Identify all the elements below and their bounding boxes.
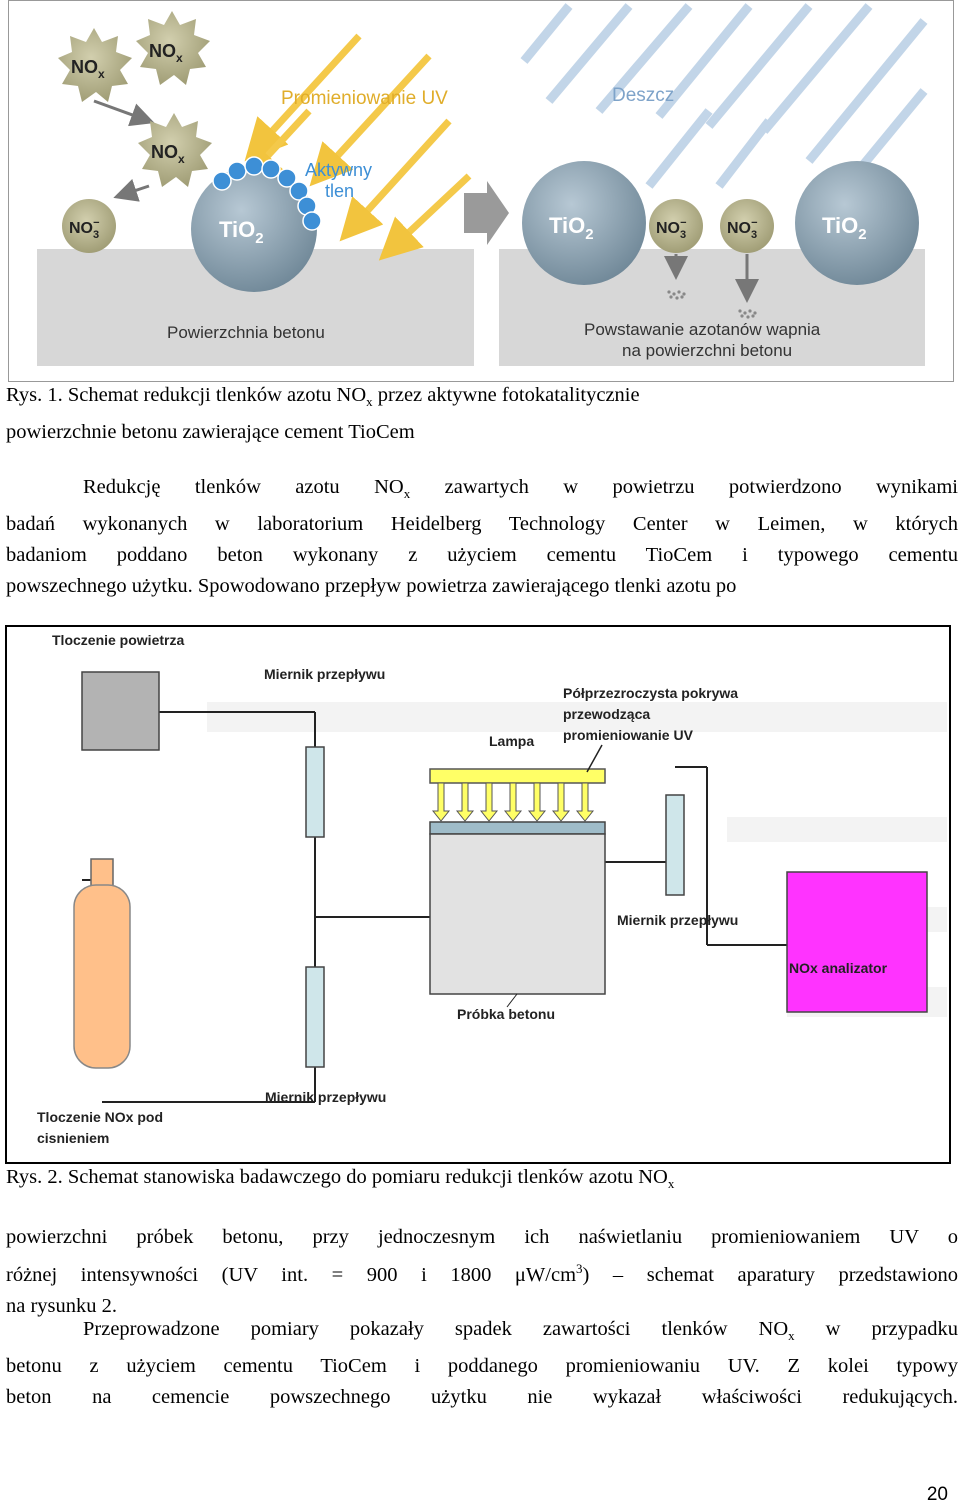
flowmeter-top (305, 746, 325, 838)
para-1-line-2: badań wykonanych w laboratorium Heidelbe… (6, 513, 958, 536)
deposit-dots (667, 290, 757, 319)
no3-label-right: NO3− (727, 217, 758, 241)
tio2-label-mid: TiO2 (549, 213, 594, 243)
cover-label-1: Półprzezroczysta pokrywa (563, 685, 738, 701)
tio2-label-right: TiO2 (822, 213, 867, 243)
nox-cylinder (73, 884, 131, 1069)
no3-circle-left (62, 199, 116, 253)
figure-2-test-stand-diagram: Tloczenie powietrza Miernik przepływu Pó… (5, 625, 951, 1164)
para-3-line-1: Przeprowadzone pomiary pokazały spadek z… (83, 1318, 958, 1344)
caption-1-line-1: Rys. 1. Schemat redukcji tlenków azotu N… (6, 384, 640, 410)
nox-label-2: NOx (149, 41, 183, 65)
figure-1-caption: Rys. 1. Schemat redukcji tlenków azotu N… (6, 380, 958, 448)
active-oxygen-label-1: Aktywny (305, 160, 372, 180)
para-2-line-1: powierzchni próbek betonu, przy jednocze… (6, 1226, 958, 1248)
nox-label-3: NOx (151, 142, 185, 166)
figure-1-photocatalysis-diagram: NOx NOx NOx NO3− NO3− NO3− TiO2 TiO2 TiO… (8, 0, 954, 382)
concrete-sample (429, 833, 606, 995)
no3-label-mid: NO3− (656, 217, 687, 241)
paragraph-3: Przeprowadzone pomiary pokazały spadek z… (6, 1314, 958, 1413)
para-3-line-2: betonu z użyciem cementu TioCem i poddan… (6, 1355, 958, 1378)
active-oxygen-bubbles (212, 156, 322, 231)
transition-arrow (464, 181, 509, 245)
flowmeter-right-label: Miernik przepływu (617, 912, 738, 928)
paragraph-1: Redukcję tlenków azotu NOx zawartych w p… (6, 472, 958, 602)
tio2-sphere-left (191, 166, 317, 292)
tio2-label-left: TiO2 (219, 217, 264, 247)
flowmeter-bottom-label: Miernik przepływu (265, 1089, 386, 1105)
para-1-line-1: Redukcję tlenków azotu NOx zawartych w p… (83, 476, 958, 502)
sample-label: Próbka betonu (457, 1006, 555, 1022)
tio2-sphere-mid (522, 161, 646, 285)
analyzer-label: NOx analizator (789, 960, 888, 976)
no3-circle-mid (649, 199, 703, 253)
uv-cover (429, 821, 606, 835)
figure-2-caption: Rys. 2. Schemat stanowiska badawczego do… (6, 1162, 958, 1199)
flowmeter-top-label: Miernik przepływu (264, 666, 385, 682)
nox-label-1: NOx (71, 57, 105, 81)
caption-1-line-2: powierzchnie betonu zawierające cement T… (6, 421, 415, 444)
rain-label: Deszcz (612, 85, 674, 106)
para-2-line-2: różnej intensywności (UV int. = 900 i 18… (6, 1261, 958, 1286)
nox-pump-label-1: Tloczenie NOx pod (37, 1109, 163, 1125)
nox-molecules (58, 11, 212, 187)
cover-label-3: promieniowanie UV (563, 727, 694, 743)
figure-1-svg: NOx NOx NOx NO3− NO3− NO3− TiO2 TiO2 TiO… (37, 3, 928, 366)
no3-circle-right (720, 199, 774, 253)
para-1-line-4: powszechnego użytku. Spowodowano przepły… (6, 575, 737, 598)
air-pump-box (81, 671, 160, 751)
active-oxygen-label-2: tlen (325, 181, 354, 201)
result-label-2: na powierzchni betonu (622, 341, 792, 360)
para-2-line-3: na rysunku 2. (6, 1294, 118, 1317)
nox-analyzer (786, 871, 928, 1013)
caption-2-line: Rys. 2. Schemat stanowiska badawczego do… (6, 1166, 675, 1192)
result-label-1: Powstawanie azotanów wapnia (584, 320, 821, 339)
lamp-rays (431, 782, 595, 822)
page-number: 20 (926, 1484, 948, 1505)
para-1-line-3: badaniom poddano beton wykonany z użycie… (6, 544, 958, 567)
para-3-line-3: beton na cemencie powszechnego użytku ni… (6, 1386, 958, 1409)
cylinder-valve (90, 858, 114, 888)
nox-pump-label-2: cisnieniem (37, 1130, 109, 1146)
cover-label-2: przewodząca (563, 706, 650, 722)
lamp-label: Lampa (489, 733, 534, 749)
surface-label: Powierzchnia betonu (167, 323, 325, 342)
air-pump-label: Tloczenie powietrza (52, 632, 184, 648)
flowmeter-right (665, 794, 685, 896)
flowmeter-bottom (305, 966, 325, 1068)
figure-2-svg: Tloczenie powietrza Miernik przepływu Pó… (37, 632, 947, 1146)
no3-label-left: NO3− (69, 217, 100, 241)
uv-label: Promieniowanie UV (281, 88, 448, 109)
tio2-sphere-right (795, 161, 919, 285)
uv-rays (239, 33, 472, 261)
rain-lines (520, 3, 928, 189)
uv-lamp (429, 768, 606, 784)
paragraph-2: powierzchni próbek betonu, przy jednocze… (6, 1222, 958, 1322)
